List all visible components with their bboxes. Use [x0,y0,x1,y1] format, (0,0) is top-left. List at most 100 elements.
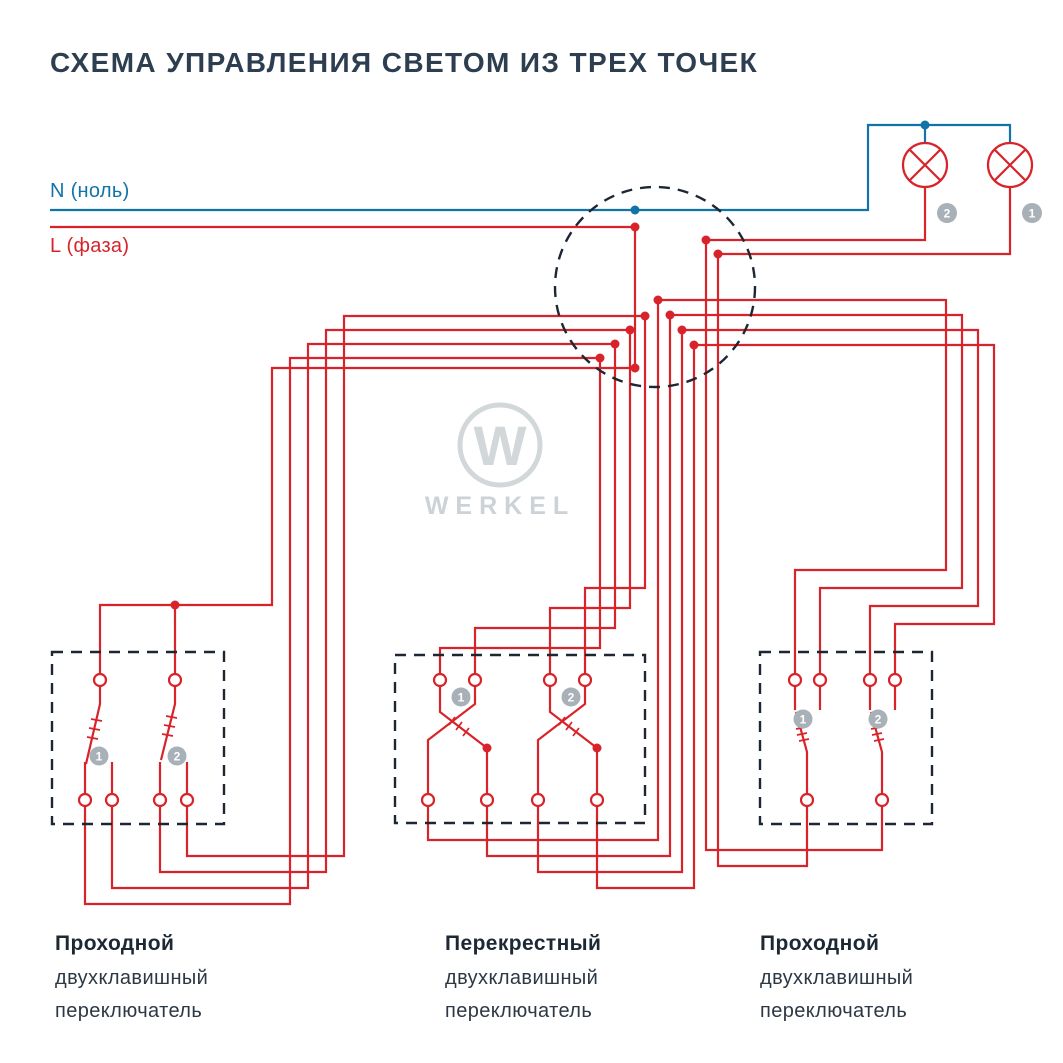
lamp-number-badge [1022,203,1042,223]
gang-number: 1 [458,691,465,705]
neutral-wire [50,120,1012,215]
left-switch-internals [83,686,189,794]
lamp-number-badge [937,203,957,223]
lamp-circle [901,141,949,189]
caption-line: Перекрестный [445,932,601,955]
left-switch-caption: Проходной двухклавишный переключатель [55,932,208,1022]
gang-badge [561,687,581,707]
middle-switch-caption: Перекрестный двухклавишный переключатель [445,932,601,1022]
middle-switch-box [393,653,647,825]
common-bridge-dot [170,600,180,610]
terminal [887,672,903,688]
phase-wire-path [50,225,637,674]
joint-dot [610,339,620,349]
page-title: СХЕМА УПРАВЛЕНИЯ СВЕТОМ ИЗ ТРЕХ ТОЧЕК [50,47,758,78]
phase-feed-wire [50,225,637,674]
lamp-wire-path [706,187,1012,256]
joint-dot [595,353,605,363]
gang-number: 2 [568,691,575,705]
terminal [542,672,558,688]
left-travelers-path [83,314,645,906]
lamp-number: 2 [944,207,951,221]
lamp1-joint-dot [713,249,723,259]
joint-dot [653,295,663,305]
neutral-wire-path [50,123,1012,212]
gang-badge [89,746,109,766]
caption-line: двухклавишный [445,967,598,989]
lever-hatch-marks [448,716,580,737]
joint-dot [689,340,699,350]
caption-line: Проходной [760,932,879,955]
right-switch-common-wires [704,240,884,868]
gang-number: 1 [800,713,807,727]
werkel-watermark: W WERKEL [425,402,575,520]
lever-hatch-marks [795,726,885,742]
caption-line: двухклавишный [760,967,913,989]
middle-switch-internals [426,686,602,794]
neutral-label: N (ноль) [50,180,130,202]
crossover-top-wires [438,316,647,674]
joint-dot [677,325,687,335]
crossover-bottom-wires [426,300,696,890]
right-switch-caption: Проходной двухклавишный переключатель [760,932,913,1022]
gang-badge [167,746,187,766]
crossover-dot [592,743,602,753]
terminal [77,792,93,808]
gang-number: 2 [174,750,181,764]
terminal [799,792,815,808]
caption-line: двухклавишный [55,967,208,989]
caption-line: Проходной [55,932,174,955]
right-switch-internals [793,686,897,794]
terminal [152,792,168,808]
neutral-box-dot [630,205,640,215]
joint-dot [665,310,675,320]
lever-hatch-marks [86,715,178,740]
lamp-circle [986,141,1034,189]
terminal [420,792,436,808]
right-switch-levers [793,686,897,794]
lamp2-joint-dot [701,235,711,245]
terminal [862,672,878,688]
switch-terminals [77,672,903,808]
lamp-cross [993,148,1027,182]
terminal [479,792,495,808]
werkel-brand-text: WERKEL [425,492,575,520]
gang-number: 2 [875,713,882,727]
terminal [812,672,828,688]
junction-dots [170,222,723,610]
right-switch-box [758,650,934,826]
gang-badge [451,687,471,707]
left-switch-traveler-wires [83,314,645,906]
left-switch-levers [83,686,189,794]
junction-box-circle [553,185,757,389]
right-switch-top-wires [658,298,996,674]
caption-line: переключатель [55,1000,202,1022]
neutral-junction-dot [920,120,930,130]
terminal [874,792,890,808]
right-common-path [704,240,884,868]
joint-dot [640,311,650,321]
lamp-2-icon: 2 [901,141,957,223]
terminal [92,672,108,688]
terminal [167,672,183,688]
terminal [467,672,483,688]
phase-turn-dot [630,363,640,373]
left-switch-box [50,650,226,826]
lamp-number: 1 [1029,207,1036,221]
joint-dot [625,325,635,335]
gang-badge [868,709,888,729]
crossover-bottom-path [426,300,696,890]
terminal [589,792,605,808]
phase-label: L (фаза) [50,235,129,257]
gang-badges: 1 2 1 2 1 2 [89,687,888,766]
lamp-1-icon: 1 [986,141,1042,223]
caption-line: переключатель [445,1000,592,1022]
terminal [530,792,546,808]
terminal [787,672,803,688]
werkel-logo-letter: W [474,414,527,477]
terminal [104,792,120,808]
crossover-dot [482,743,492,753]
crossover-top-path [438,316,647,674]
